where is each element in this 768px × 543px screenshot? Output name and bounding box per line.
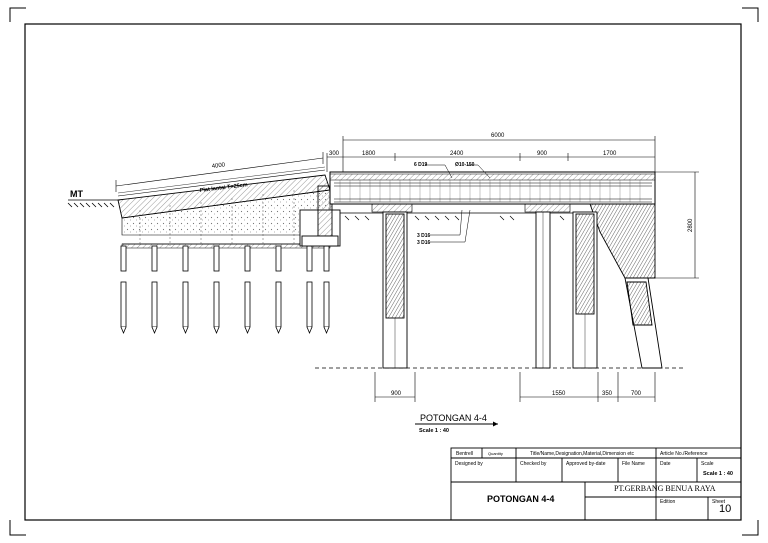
slab-hangers bbox=[139, 190, 295, 246]
bottom-dimensions bbox=[374, 372, 656, 402]
dim-right-height: 2800 bbox=[688, 218, 694, 232]
dim-top-seg-4: 900 bbox=[537, 151, 548, 157]
rebar-label-top-1: 6 D19 bbox=[414, 162, 428, 168]
abutment bbox=[299, 185, 341, 247]
rebar-leaders bbox=[425, 164, 491, 243]
slab-note: Plat lantai T=25cm bbox=[200, 182, 249, 194]
tb-title-header: Title/Name,Designation,Material,Dimensio… bbox=[530, 451, 635, 457]
ground-label: MT bbox=[70, 189, 83, 199]
tb-quantity: Quantity bbox=[488, 451, 503, 456]
tb-approved-by: Approved by-date bbox=[566, 461, 606, 467]
bridge-piers bbox=[382, 211, 663, 369]
tb-bentrell: Bentrell bbox=[456, 451, 473, 457]
drawing-frame bbox=[24, 23, 742, 521]
section-arrow bbox=[493, 421, 498, 427]
slab-piles bbox=[120, 245, 330, 335]
dim-bottom-2: 1550 bbox=[552, 391, 566, 397]
rebar-label-mid-2: 3 D16 bbox=[417, 240, 431, 246]
tb-company: PT.GERBANG BENUA RAYA bbox=[614, 484, 716, 493]
dim-top-seg-1: 300 bbox=[329, 151, 340, 157]
tb-file-name: File Name bbox=[622, 461, 645, 467]
right-dimension bbox=[655, 171, 699, 279]
tb-scale-label: Scale bbox=[701, 461, 714, 467]
approach-slab bbox=[117, 166, 331, 249]
tb-date: Date bbox=[660, 461, 671, 467]
section-scale: Scale 1 : 40 bbox=[419, 428, 449, 434]
dim-bottom-1: 900 bbox=[391, 391, 402, 397]
slope-length-label: 4000 bbox=[212, 162, 227, 170]
tb-sheet-number: 10 bbox=[719, 503, 732, 515]
dim-top-seg-3: 2400 bbox=[450, 151, 464, 157]
tb-designed-by: Designed by bbox=[455, 461, 483, 467]
rebar-label-mid-1: 3 D16 bbox=[417, 233, 431, 239]
tb-sheet-label: Sheet bbox=[712, 499, 726, 505]
bridge-deck bbox=[329, 171, 656, 279]
title-block-frame bbox=[450, 447, 742, 521]
tb-edition: Edition bbox=[660, 499, 676, 505]
corner-marks bbox=[9, 7, 759, 536]
tb-checked-by: Checked by bbox=[520, 461, 547, 467]
dim-bottom-4: 700 bbox=[631, 391, 642, 397]
tb-scale-value: Scale 1 : 40 bbox=[703, 471, 733, 477]
dim-top-total: 6000 bbox=[491, 133, 505, 139]
ground-line bbox=[67, 199, 120, 208]
section-title: POTONGAN 4-4 bbox=[420, 413, 487, 423]
top-dimensions bbox=[326, 136, 656, 172]
slope-dimension bbox=[115, 152, 324, 192]
rebar-label-top-2: Ø10-150 bbox=[455, 162, 475, 168]
dim-bottom-3: 350 bbox=[602, 391, 613, 397]
dim-top-seg-2: 1800 bbox=[362, 151, 376, 157]
tb-article: Article No./Reference bbox=[660, 451, 708, 457]
dim-top-seg-5: 1700 bbox=[603, 151, 617, 157]
tb-drawing-title: POTONGAN 4-4 bbox=[487, 494, 555, 504]
